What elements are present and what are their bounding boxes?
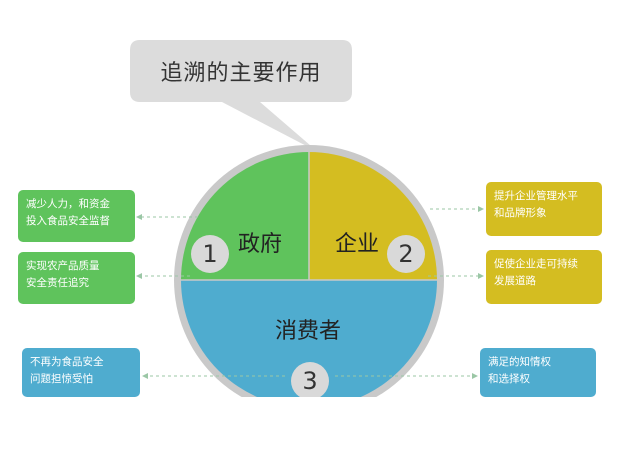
box-text-line: 促使企业走可持续 <box>494 258 578 270</box>
arrowhead-ent1 <box>478 206 484 212</box>
badge-number-3: 3 <box>291 362 329 400</box>
box-text-line: 发展道路 <box>494 275 536 287</box>
box-enterprise-1: 提升企业管理水平 和品牌形象 <box>486 182 602 236</box>
box-text-line: 问题担惊受怕 <box>30 373 93 385</box>
arrowhead-gov2 <box>136 273 142 279</box>
box-text-line: 减少人力，和资金 <box>26 198 110 210</box>
government-label: 政府 <box>238 232 283 257</box>
arrowhead-ent2 <box>478 273 484 279</box>
arrowhead-gov1 <box>136 214 142 220</box>
callout-title: 追溯的主要作用 <box>160 61 322 86</box>
box-government-2: 实现农产品质量 安全责任追究 <box>18 252 135 304</box>
box-consumer-1: 不再为食品安全 问题担惊受怕 <box>22 348 140 397</box>
enterprise-label: 企业 <box>335 232 380 257</box>
bottom-blank-band <box>0 397 617 459</box>
arrowhead-con2 <box>472 373 478 379</box>
callout-bubble <box>130 40 352 152</box>
arrowhead-con1 <box>142 373 148 379</box>
box-text-line: 满足的知情权 <box>488 356 551 368</box>
box-text-line: 不再为食品安全 <box>30 356 104 368</box>
badge-number-1: 1 <box>191 235 229 273</box>
consumer-label: 消费者 <box>275 319 342 344</box>
box-government-1: 减少人力，和资金 投入食品安全监督 <box>18 190 135 242</box>
box-text-line: 安全责任追究 <box>26 277 89 289</box>
badge-number-2: 2 <box>387 235 425 273</box>
box-enterprise-2: 促使企业走可持续 发展道路 <box>486 250 602 304</box>
box-consumer-2: 满足的知情权 和选择权 <box>480 348 596 397</box>
box-text-line: 投入食品安全监督 <box>26 215 110 227</box>
box-text-line: 提升企业管理水平 <box>494 190 578 202</box>
box-text-line: 实现农产品质量 <box>26 260 100 272</box>
box-text-line: 和品牌形象 <box>494 207 547 219</box>
box-text-line: 和选择权 <box>488 373 530 385</box>
